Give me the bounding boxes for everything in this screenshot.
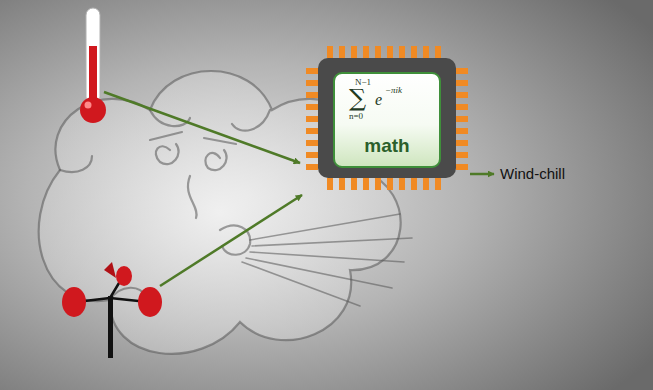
- anemometer-vane: [104, 262, 116, 278]
- thermometer-icon: [80, 8, 106, 123]
- chip-pins: [327, 46, 447, 58]
- anemometer-cup: [138, 287, 162, 317]
- cloud-eye: [156, 144, 179, 164]
- anemometer-cup: [116, 266, 132, 286]
- anemometer-arm: [76, 278, 148, 302]
- chip-pins: [306, 68, 318, 176]
- anemometer-cup: [62, 287, 86, 317]
- chip-pins: [456, 68, 468, 176]
- input-arrow: [104, 92, 300, 163]
- chip-body: [312, 52, 462, 184]
- output-label: Wind-chill: [500, 165, 565, 183]
- cloud-swirl: [60, 156, 92, 172]
- thermometer-highlight: [85, 102, 92, 109]
- output-arrow: [470, 173, 494, 176]
- thermometer-bulb: [80, 97, 106, 123]
- chip-face: N−1∑n=0e−πikmath: [333, 72, 441, 168]
- cloud-nose: [188, 176, 197, 218]
- anemometer-icon: [62, 262, 162, 358]
- cloud-brow: [150, 132, 236, 144]
- formula-base: e: [375, 92, 382, 108]
- wind-cloud: [39, 71, 412, 354]
- chip-pins: [327, 178, 447, 190]
- cloud-eye: [205, 150, 226, 170]
- formula-exponent: −πik: [385, 86, 402, 95]
- cloud-swirl: [150, 110, 190, 126]
- chip-label: math: [364, 136, 409, 155]
- anemometer-pole: [108, 296, 113, 358]
- chip-package: [318, 58, 456, 178]
- input-arrow: [160, 195, 302, 286]
- formula-sum: ∑: [349, 86, 366, 110]
- wind-streak: [242, 214, 412, 306]
- formula-lower-limit: n=0: [349, 112, 363, 121]
- cloud-swirl: [232, 110, 270, 131]
